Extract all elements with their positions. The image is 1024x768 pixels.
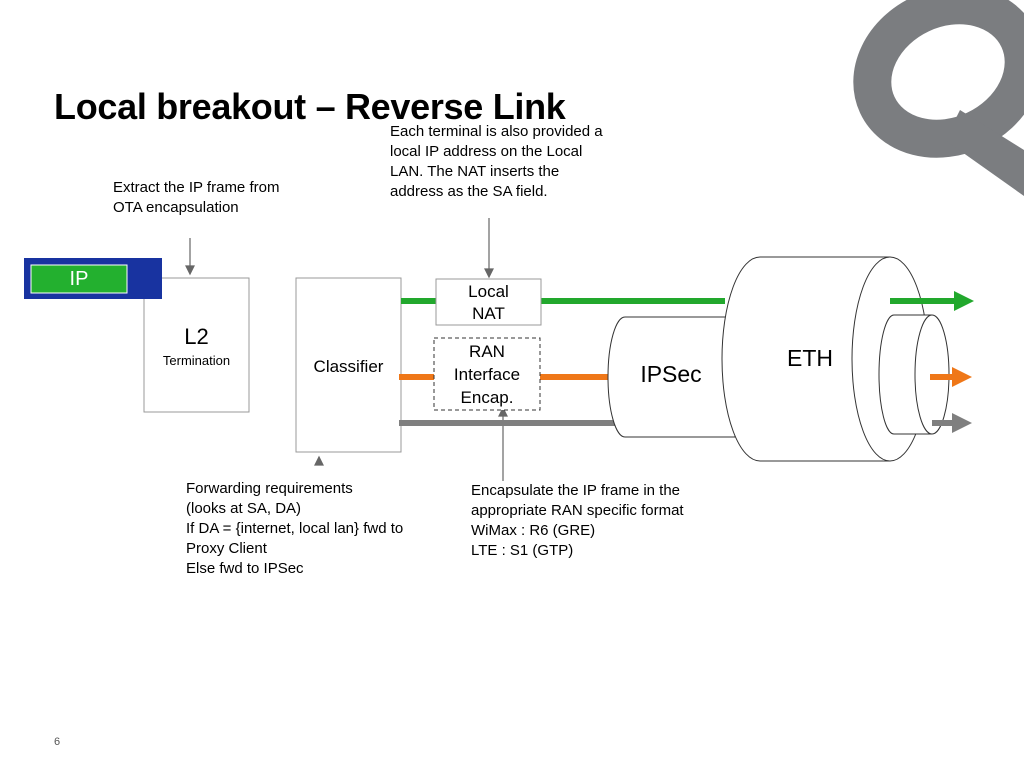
local-nat-label: Local NAT bbox=[468, 282, 509, 323]
classifier-block bbox=[295, 277, 402, 453]
ipsec-tunnel bbox=[607, 316, 736, 438]
exit-arrows bbox=[890, 291, 974, 433]
ip-frame-inner bbox=[30, 264, 128, 294]
ipsec-label: IPSec bbox=[640, 361, 702, 387]
note-extract: Extract the IP frame from OTA encapsulat… bbox=[113, 179, 280, 216]
page-number: 6 bbox=[54, 736, 61, 748]
ran-encap-label: RAN Interface Encap. bbox=[453, 342, 521, 407]
l2-block bbox=[143, 277, 250, 413]
l2-sub-label: Termination bbox=[162, 353, 231, 368]
note-forwarding: Forwarding requirements (looks at SA, DA… bbox=[186, 480, 404, 577]
eth-label: ETH bbox=[787, 345, 833, 371]
note-encapsulate: Encapsulate the IP frame in the appropri… bbox=[471, 482, 684, 559]
ran-encap-block bbox=[433, 337, 541, 411]
company-logo bbox=[853, 0, 1024, 196]
classifier-pointer bbox=[314, 455, 324, 466]
l2-label: L2 bbox=[184, 324, 209, 349]
note-nat: Each terminal is also provided a local I… bbox=[390, 123, 603, 200]
local-nat-block bbox=[435, 278, 542, 326]
ip-label: IP bbox=[69, 268, 89, 290]
slide-title: Local breakout – Reverse Link bbox=[54, 86, 566, 127]
classifier-label: Classifier bbox=[313, 357, 384, 376]
